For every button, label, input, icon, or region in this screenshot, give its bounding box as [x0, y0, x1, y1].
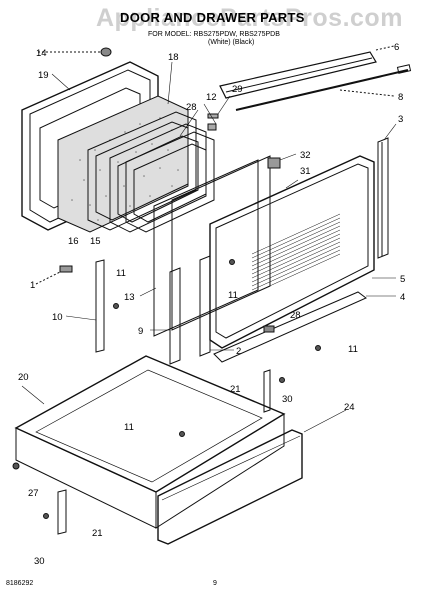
- callout-15: 15: [90, 236, 101, 247]
- callout-13: 13: [124, 292, 135, 303]
- callout-5: 5: [400, 274, 405, 285]
- callout-28b: 28: [290, 310, 301, 321]
- callout-9: 9: [138, 326, 143, 337]
- callout-11d: 11: [124, 422, 134, 433]
- callout-11c: 11: [348, 344, 358, 355]
- callout-16: 16: [68, 236, 79, 247]
- callout-12: 12: [206, 92, 217, 103]
- callout-11b: 11: [228, 290, 238, 301]
- part-28-handle-bracket: [263, 325, 275, 333]
- callout-29: 29: [232, 84, 243, 95]
- callout-10: 10: [52, 312, 63, 323]
- part-21-slide-upper: [263, 369, 285, 413]
- callout-6: 6: [394, 42, 399, 53]
- callout-30b: 30: [34, 556, 45, 567]
- page-number: 9: [213, 580, 217, 587]
- callout-11a: 11: [116, 268, 126, 279]
- part-29-clip: [207, 95, 231, 119]
- part-21-slide-lower: [43, 489, 67, 535]
- watermark: AppliancePartsPros.com: [96, 4, 403, 32]
- part-10-hinge: [65, 259, 105, 353]
- callout-27: 27: [28, 488, 39, 499]
- part-14-fastener: [38, 47, 112, 57]
- part-4-bottom-trim: [213, 291, 396, 363]
- callout-labels: 14 6 19 18 8 29 12 28 3 32 31 16 15 11 1…: [18, 42, 405, 567]
- part-20-drawer: [14, 355, 286, 529]
- callout-1: 1: [30, 280, 35, 291]
- callout-30a: 30: [282, 394, 293, 405]
- callout-14: 14: [36, 48, 47, 59]
- part-9-side-strip: [150, 267, 181, 365]
- part-3-side-channel: [377, 123, 397, 259]
- part-18-insulation: [57, 61, 189, 233]
- color-subtitle: (White) (Black): [208, 39, 255, 46]
- part-6-top-trim: [219, 45, 395, 99]
- callout-28a: 28: [186, 102, 197, 113]
- part-8-rod: [235, 64, 412, 111]
- part-1-hinge-pin: [35, 265, 73, 285]
- part-28-window-pack: [125, 109, 215, 233]
- diagram-code: 8186292: [6, 580, 34, 587]
- model-subtitle: FOR MODEL: RBS275PDW, RBS275PDB: [148, 31, 280, 38]
- part-12-clip: [203, 103, 217, 131]
- callout-24: 24: [344, 402, 355, 413]
- page-title: DOOR AND DRAWER PARTS: [120, 10, 305, 25]
- part-2-side-strip: [199, 255, 234, 357]
- callout-31: 31: [300, 166, 311, 177]
- part-15-window-glass: [109, 123, 207, 233]
- vent-grid: [251, 213, 341, 295]
- callout-21b: 21: [92, 528, 103, 539]
- callout-2: 2: [236, 346, 241, 357]
- part-24-drawer-front: [157, 409, 347, 545]
- part-16-window-frame: [87, 111, 197, 231]
- callout-18: 18: [168, 52, 179, 63]
- callout-8: 8: [398, 92, 403, 103]
- part-27-drawer-stop: [12, 462, 20, 470]
- part-11-screws: [113, 259, 321, 437]
- callout-19: 19: [38, 70, 49, 81]
- callout-3: 3: [398, 114, 403, 125]
- callout-20: 20: [18, 372, 29, 383]
- callout-21a: 21: [230, 384, 241, 395]
- callout-4: 4: [400, 292, 405, 303]
- part-32-retainer: [267, 153, 297, 169]
- callout-32: 32: [300, 150, 311, 161]
- part-5-outer-door-panel: [209, 155, 396, 349]
